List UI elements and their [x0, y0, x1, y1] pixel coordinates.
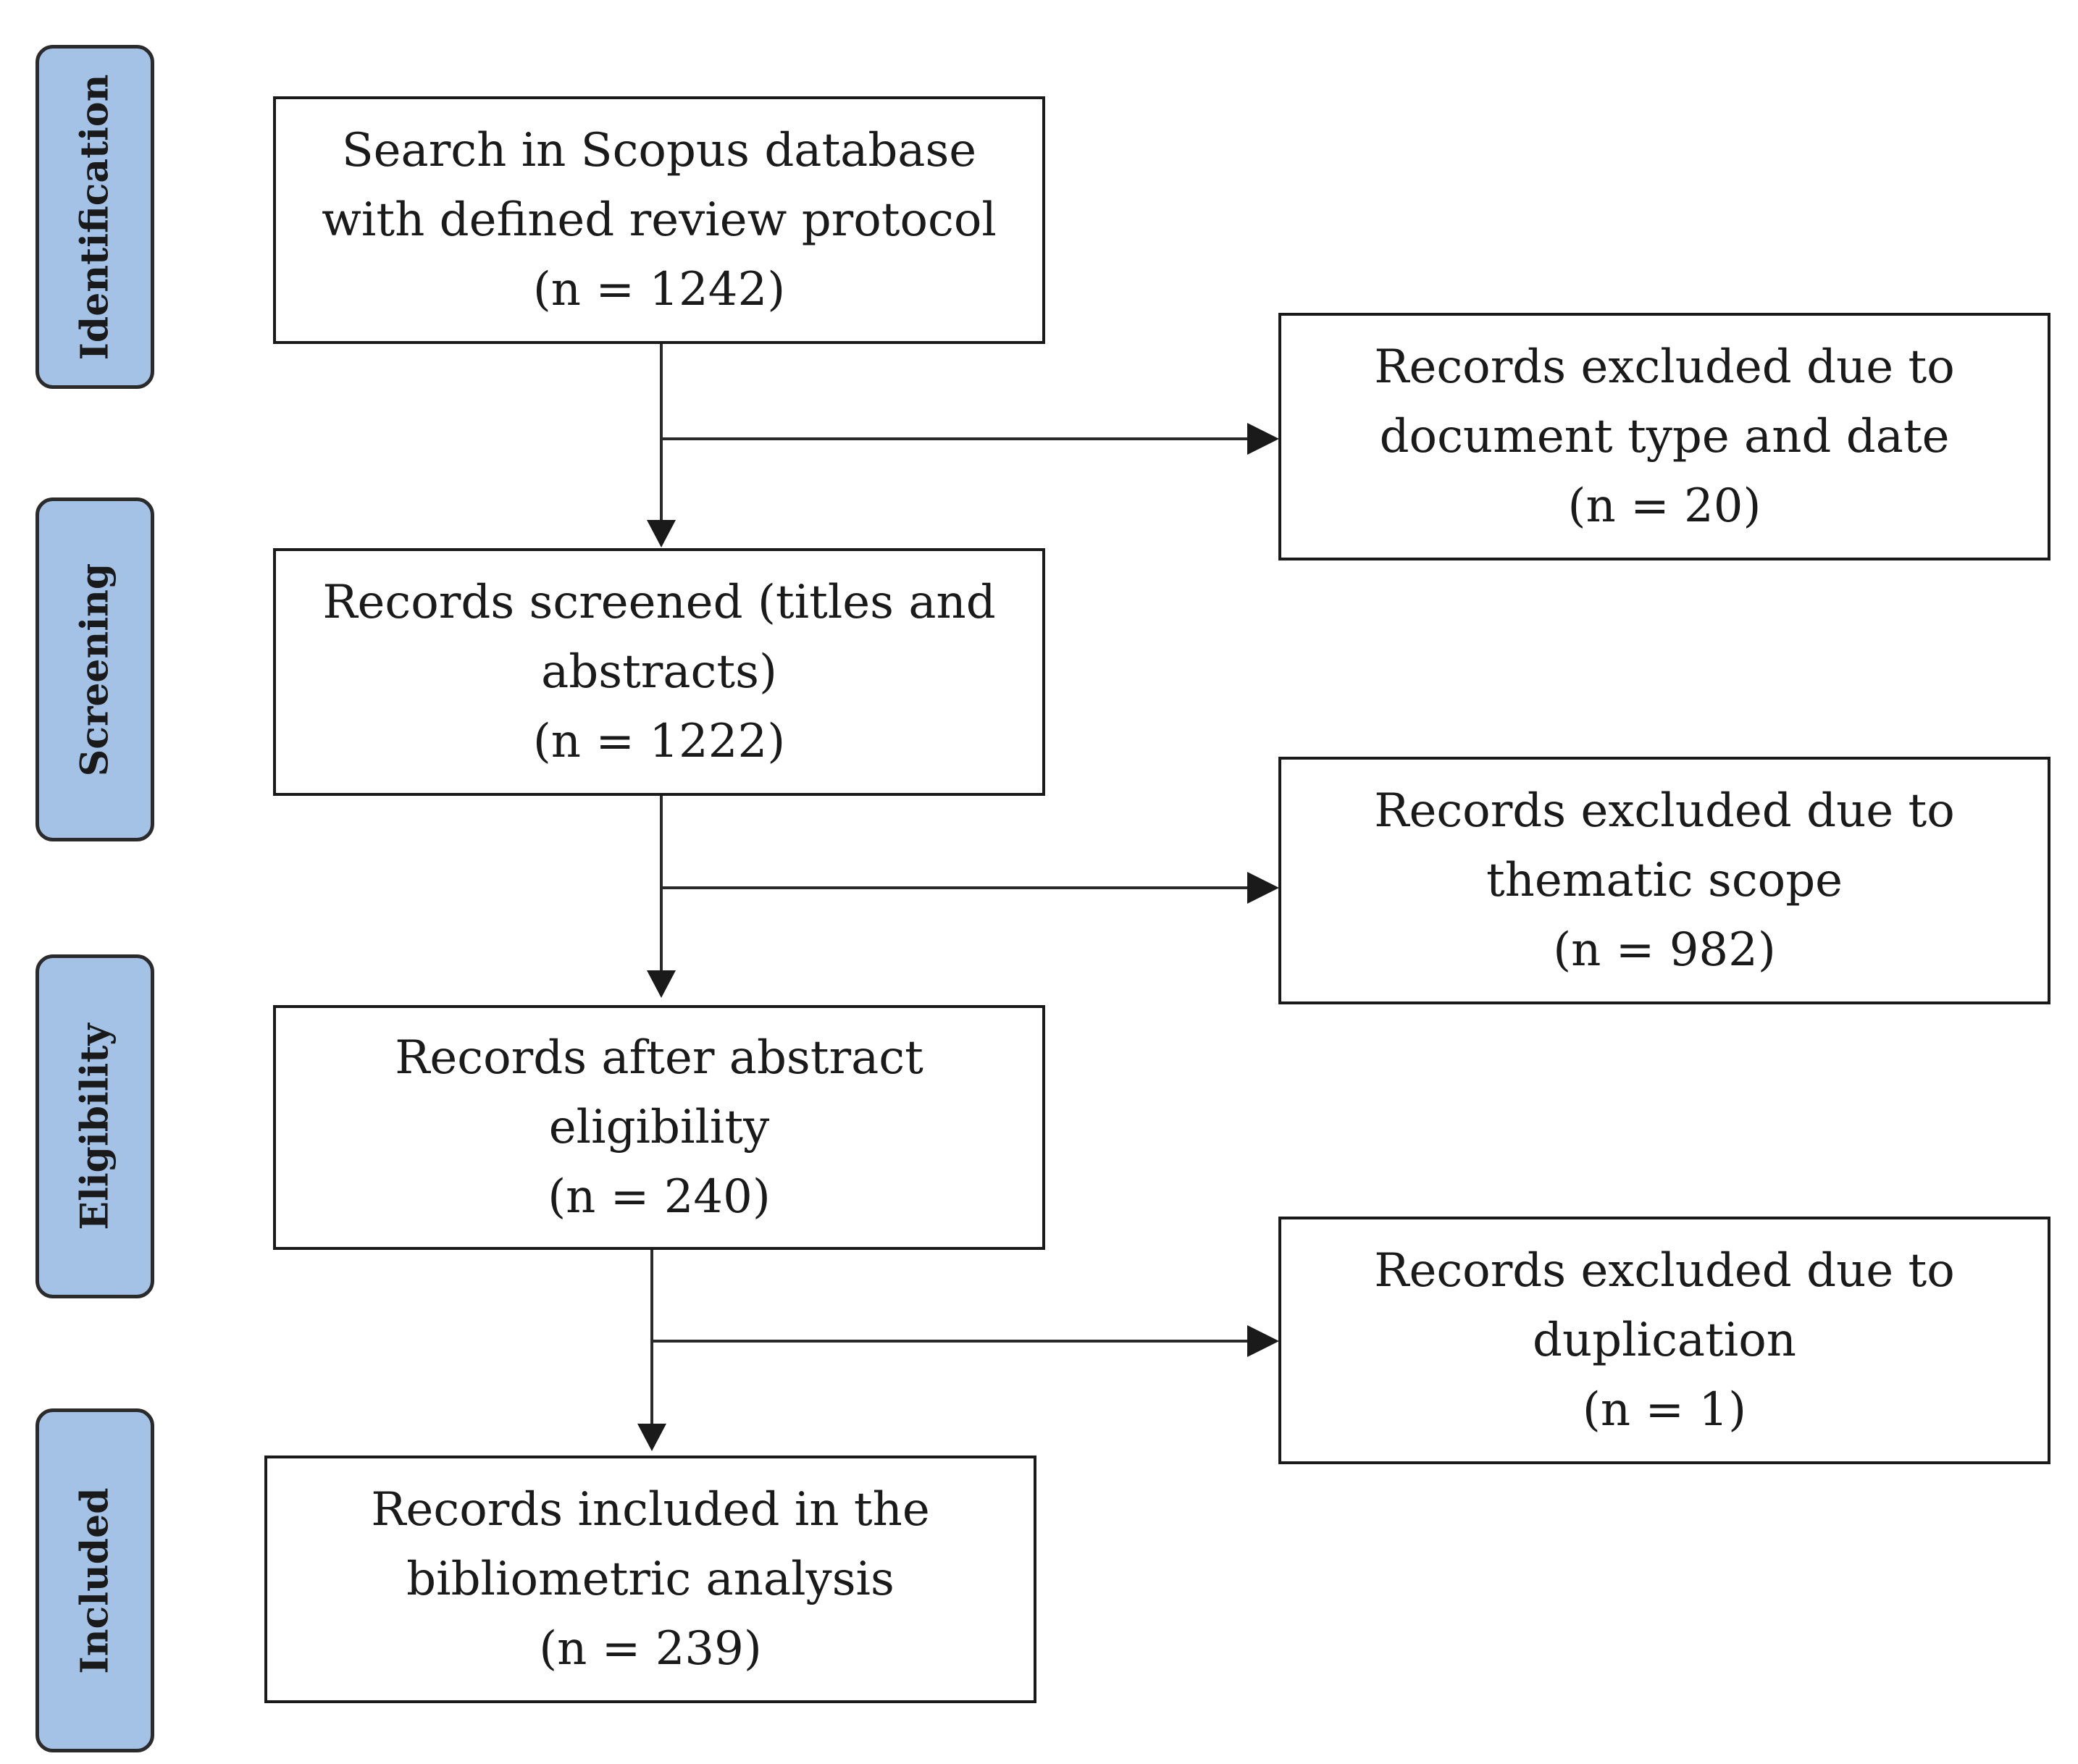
box-screened: Records screened (titles and abstracts) … — [273, 548, 1045, 796]
box-included-count: (n = 239) — [539, 1622, 762, 1676]
box-eligible-line-1: Records after abstract — [395, 1031, 923, 1085]
box-screened-line-2: abstracts) — [541, 645, 777, 699]
box-search-line-1: Search in Scopus database — [341, 124, 977, 177]
box-included: Records included in the bibliometric ana… — [264, 1456, 1036, 1703]
box-included-line-2: bibliometric analysis — [406, 1553, 895, 1606]
arrowhead-right — [1247, 1325, 1279, 1357]
box-excluded-scope-line-1: Records excluded due to — [1374, 784, 1955, 838]
arrowhead-right — [1247, 872, 1279, 904]
box-screened-count: (n = 1222) — [532, 715, 786, 768]
box-excluded-duplication-line-2: duplication — [1532, 1314, 1797, 1367]
arrowhead-down — [637, 1424, 666, 1451]
arrowhead-down — [647, 970, 676, 998]
box-search-line-2: with defined review protocol — [322, 193, 997, 247]
box-excluded-duplication: Records excluded due to duplication (n =… — [1278, 1217, 2050, 1464]
box-excluded-duplication-count: (n = 1) — [1582, 1383, 1747, 1437]
box-excluded-scope-count: (n = 982) — [1553, 923, 1776, 977]
box-search-count: (n = 1242) — [532, 263, 786, 316]
box-search: Search in Scopus database with defined r… — [273, 96, 1045, 344]
box-excluded-type-line-1: Records excluded due to — [1374, 340, 1955, 394]
box-excluded-type: Records excluded due to document type an… — [1278, 313, 2050, 560]
stage-identification: Identification — [35, 45, 154, 389]
box-eligible: Records after abstract eligibility (n = … — [273, 1005, 1045, 1250]
stage-included: Included — [35, 1408, 154, 1752]
box-excluded-type-line-2: document type and date — [1379, 410, 1950, 463]
arrowhead-right — [1247, 423, 1279, 455]
stage-screening: Screening — [35, 497, 154, 841]
box-eligible-line-2: eligibility — [548, 1101, 770, 1154]
arrowhead-down — [647, 520, 676, 547]
box-excluded-duplication-line-1: Records excluded due to — [1374, 1244, 1955, 1298]
box-screened-line-1: Records screened (titles and — [322, 576, 996, 629]
box-excluded-scope-line-2: thematic scope — [1486, 854, 1843, 907]
box-excluded-type-count: (n = 20) — [1567, 479, 1761, 533]
stage-eligibility: Eligibility — [35, 954, 154, 1298]
box-included-line-1: Records included in the — [371, 1483, 930, 1537]
box-eligible-count: (n = 240) — [548, 1170, 771, 1224]
box-excluded-scope: Records excluded due to thematic scope (… — [1278, 757, 2050, 1004]
